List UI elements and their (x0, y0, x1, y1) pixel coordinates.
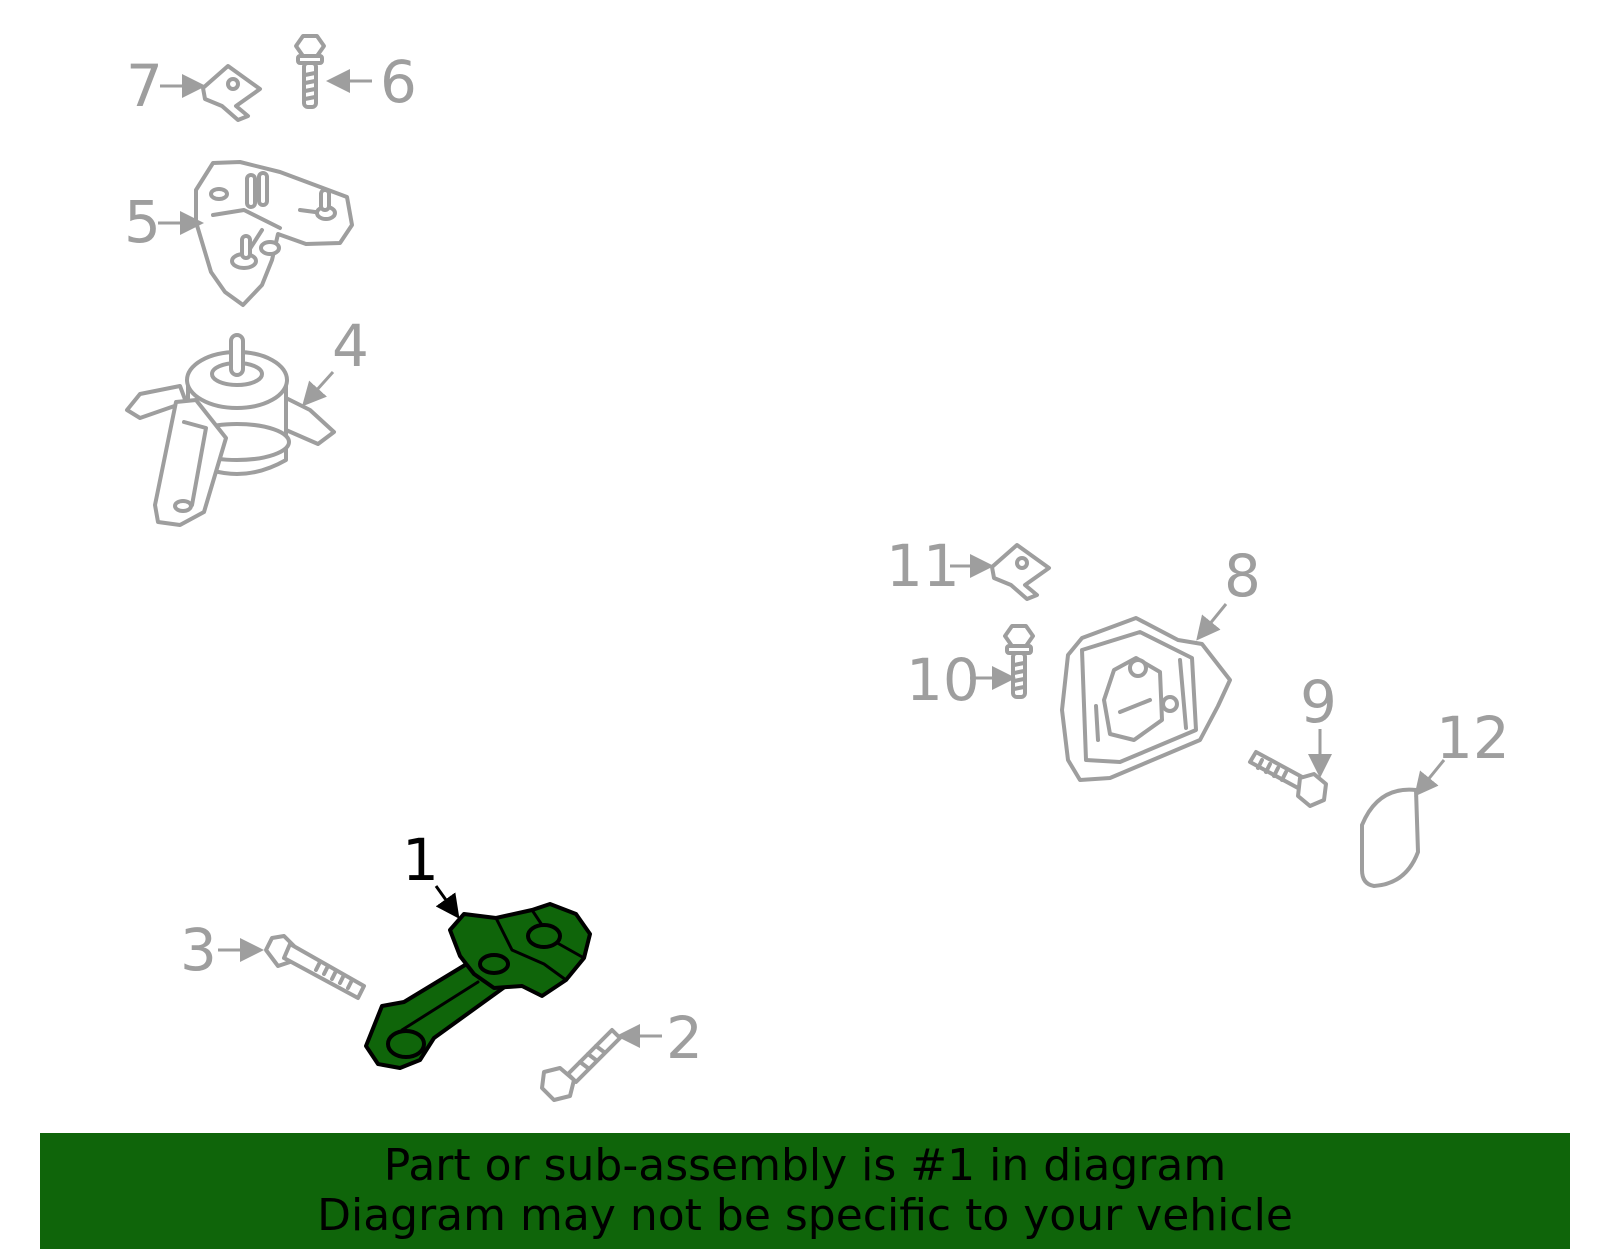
part-2-bolt[interactable] (540, 1028, 622, 1102)
part-9-bolt[interactable] (1248, 750, 1328, 808)
callout-12: 12 (1436, 704, 1510, 772)
part-10-bolt[interactable] (1003, 624, 1035, 699)
callout-10: 10 (906, 646, 980, 714)
callout-1-leader (434, 885, 460, 919)
banner-line-part-number: Part or sub-assembly is #1 in diagram (383, 1140, 1227, 1191)
callout-11: 11 (886, 532, 960, 600)
callout-8: 8 (1224, 542, 1261, 610)
callout-7: 7 (126, 52, 163, 120)
part-8-bracket[interactable] (1060, 616, 1232, 782)
callout-3: 3 (180, 916, 217, 984)
callout-5: 5 (124, 188, 161, 256)
callout-9: 9 (1300, 668, 1337, 736)
callout-8-leader (1196, 603, 1228, 641)
part-6-bolt[interactable] (294, 34, 326, 109)
callout-12-leader (1414, 759, 1446, 797)
part-11-clip-nut[interactable] (990, 543, 1051, 601)
callout-6: 6 (380, 48, 417, 116)
part-3-bolt[interactable] (264, 934, 366, 1000)
part-1-torque-rod[interactable] (364, 902, 592, 1070)
callout-4: 4 (332, 312, 369, 380)
part-5-bracket[interactable] (194, 160, 354, 307)
notice-banner: Part or sub-assembly is #1 in diagram Di… (40, 1133, 1570, 1249)
callout-1: 1 (402, 826, 439, 894)
part-4-engine-mount[interactable] (125, 333, 336, 527)
callout-2: 2 (666, 1004, 703, 1072)
banner-line-disclaimer: Diagram may not be specific to your vehi… (317, 1190, 1293, 1241)
callout-4-leader (301, 370, 335, 407)
part-7-clip-nut[interactable] (201, 64, 262, 122)
part-12-cap[interactable] (1360, 787, 1420, 888)
